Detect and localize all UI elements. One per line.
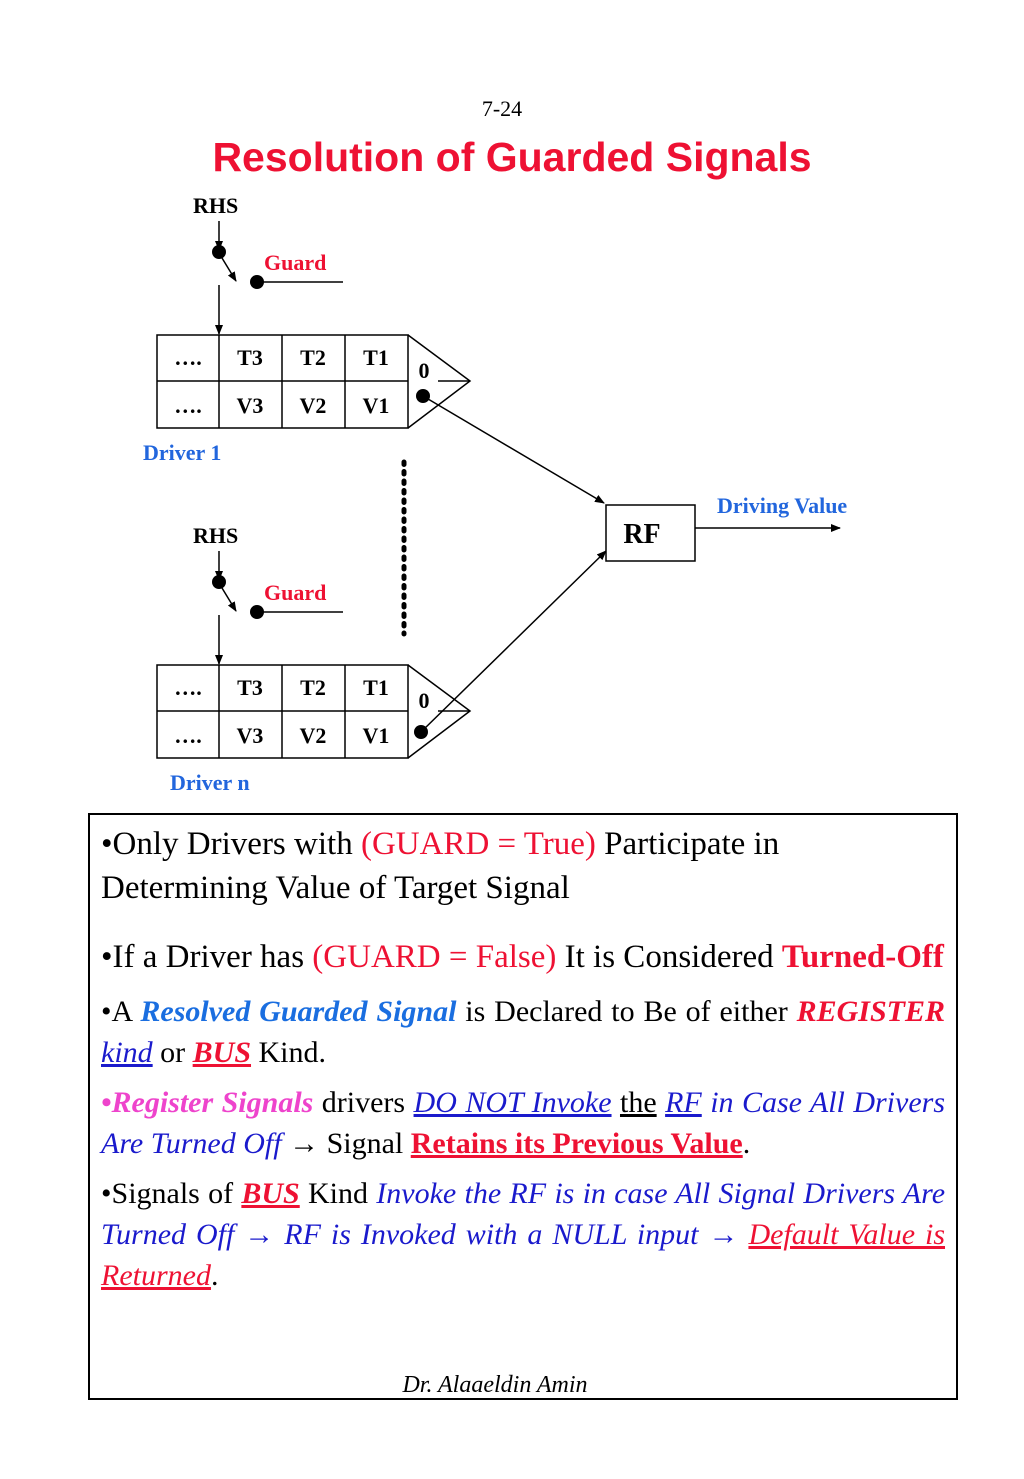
driver-1-cell-v3: V3: [237, 393, 264, 418]
bullet-3-text: •A: [101, 995, 141, 1028]
driver-n-rhs-label: RHS: [193, 523, 238, 548]
driver-n-cell-t2: T2: [300, 675, 326, 700]
drivers-text: drivers: [313, 1086, 414, 1119]
driver-n-cell-t3: T3: [237, 675, 263, 700]
bullet-2-text: •If a Driver has: [101, 939, 313, 975]
do-not-invoke-link: DO NOT Invoke: [413, 1086, 612, 1119]
driver-n-cell-r1-c1: ….: [174, 675, 202, 700]
driver-n-guard-label: Guard: [264, 580, 326, 605]
default-value-link: Default Value is Returned: [101, 1218, 946, 1292]
resolved-guarded-signal-text: Resolved Guarded Signal: [140, 995, 457, 1028]
driver-1-switch-arm: [221, 257, 237, 282]
author-footer: Dr. Alaaeldin Amin: [402, 1372, 588, 1398]
driver-1-cell-t3: T3: [237, 345, 263, 370]
bullet-resolved-signal: •A Resolved Guarded Signal is Declared t…: [101, 991, 945, 1073]
driver-1: RHS Guard …. T3 T2 T1 …. V3 V2 V1 0 Driv…: [143, 193, 472, 465]
driver-n-switch-arm: [221, 587, 237, 612]
right-arrow-icon: →: [244, 1218, 275, 1251]
bullet-3-mid: is Declared to Be of either: [456, 995, 797, 1028]
kind-text: Kind: [299, 1177, 377, 1210]
bullet-5-text: •Signals of: [101, 1177, 242, 1210]
driver-n-switch-pivot: [212, 575, 226, 589]
notes-box: [88, 813, 958, 1400]
driver-1-cell-v1: V1: [363, 393, 390, 418]
driver-n-zero-label: 0: [419, 688, 430, 713]
rf-box: [605, 504, 696, 562]
driver-1-zero-label: 0: [419, 358, 430, 383]
bullet-3-post: Kind.: [251, 1036, 327, 1069]
bullet-2-mid: It is Considered: [556, 939, 782, 975]
register-signals-text: •Register Signals: [101, 1086, 314, 1119]
driver-1-cell-t1: T1: [363, 345, 389, 370]
in-case-text: in Case All Drivers Are Turned Off: [101, 1086, 945, 1160]
driver-n-cell-r2-c1: ….: [174, 723, 202, 748]
invoke-rf-text: Invoke the RF is in case All Signal Driv…: [101, 1177, 946, 1251]
driver-n-cell-v3: V3: [237, 723, 264, 748]
driver-n-name: Driver n: [170, 770, 250, 795]
bullet-1-post: Participate in Determining Value of Targ…: [101, 826, 780, 906]
period: .: [742, 1127, 751, 1160]
register-keyword: REGISTER: [796, 995, 946, 1028]
driver-1-cell-t2: T2: [300, 345, 326, 370]
driver-1-cell-r2-c1: ….: [174, 393, 202, 418]
driver-n-cell-v2: V2: [300, 723, 327, 748]
rf-label: RF: [623, 519, 660, 550]
driver-1-queue: [156, 334, 472, 429]
driver-1-cell-v2: V2: [300, 393, 327, 418]
driver-1-guard-label: Guard: [264, 250, 326, 275]
bullet-bus-signals: •Signals of BUS Kind Invoke the RF is in…: [101, 1173, 945, 1296]
bus-keyword-2: BUS: [241, 1177, 300, 1210]
right-arrow-icon: →: [708, 1218, 739, 1251]
driver-n-cell-t1: T1: [363, 675, 389, 700]
guard-false-text: (GUARD = False): [312, 939, 557, 975]
driver-1-rhs-label: RHS: [193, 193, 238, 218]
driver-n-cell-v1: V1: [363, 723, 390, 748]
period: .: [210, 1259, 219, 1292]
turned-off-text: Turned-Off: [781, 939, 944, 975]
driver-n-queue: [156, 664, 472, 759]
retains-previous-value-text: Retains its Previous Value: [410, 1127, 743, 1160]
null-input-text: RF is Invoked with a NULL input: [274, 1218, 709, 1251]
driver-1-switch-pivot: [212, 245, 226, 259]
right-arrow-icon: →: [289, 1127, 320, 1160]
bullet-guard-true: •Only Drivers with (GUARD = True) Partic…: [101, 822, 945, 910]
bullet-register-signals: •Register Signals drivers DO NOT Invoke …: [101, 1082, 945, 1164]
bus-keyword: BUS: [192, 1036, 252, 1069]
signal-text: Signal: [319, 1127, 411, 1160]
slide-title: Resolution of Guarded Signals: [212, 134, 812, 180]
driver-1-name: Driver 1: [143, 440, 221, 465]
driving-value-label: Driving Value: [717, 493, 847, 518]
or-text: or: [152, 1036, 193, 1069]
page-number: 7-24: [481, 96, 523, 121]
driver-n-to-rf-arrow: [420, 550, 607, 733]
the-text: the: [619, 1086, 657, 1119]
rf-link: RF: [665, 1086, 702, 1119]
kind-link: kind: [101, 1036, 153, 1069]
driver-n: RHS Guard …. T3 T2 T1 …. V3 V2 V1 0 Driv…: [156, 523, 472, 795]
driver-1-cell-r1-c1: ….: [174, 345, 202, 370]
guard-true-text: (GUARD = True): [360, 826, 596, 862]
resolution-diagram: RHS Guard …. T3 T2 T1 …. V3 V2 V1 0 Driv…: [143, 193, 847, 795]
bullet-guard-false: •If a Driver has (GUARD = False) It is C…: [101, 935, 945, 979]
bullet-1-text: •Only Drivers with: [101, 826, 361, 862]
driver-1-to-rf-arrow: [422, 395, 605, 504]
notes-list: •Only Drivers with (GUARD = True) Partic…: [101, 822, 945, 1305]
